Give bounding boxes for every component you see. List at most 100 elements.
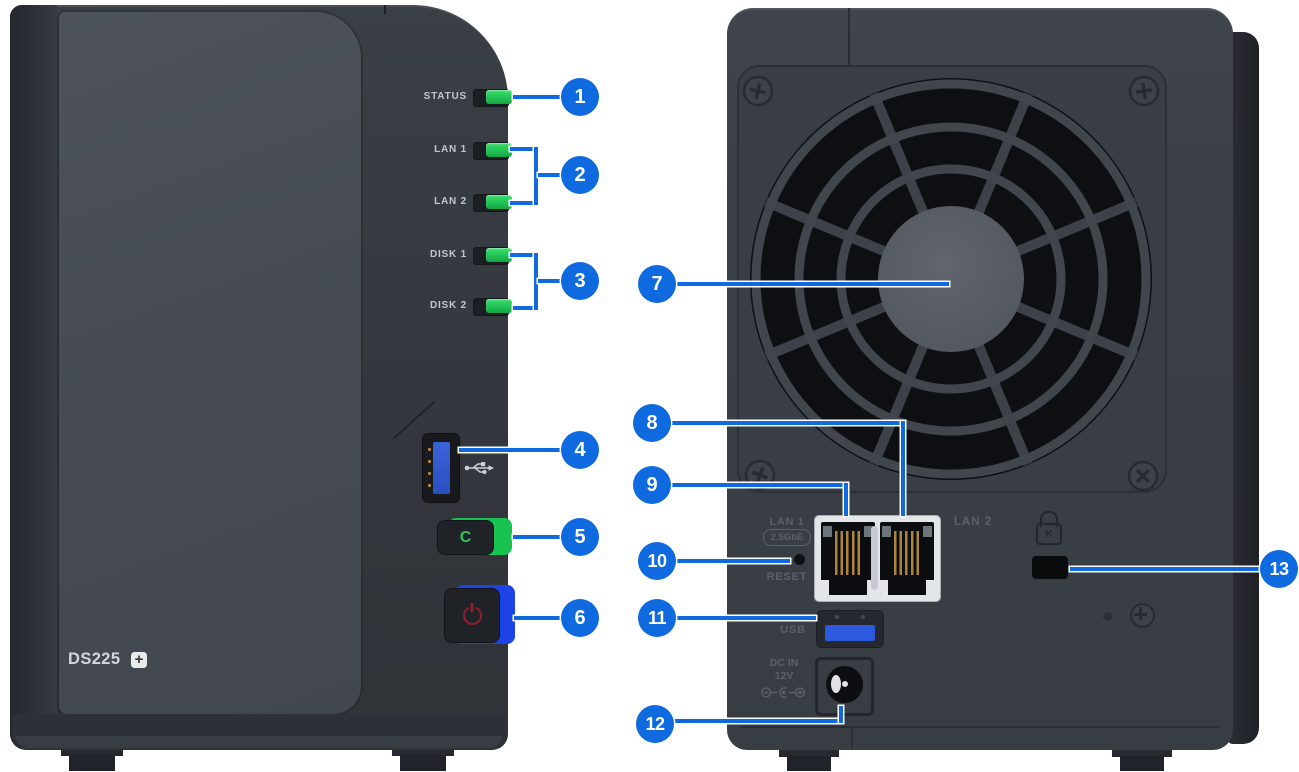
front-foot-right: [392, 746, 454, 756]
dc-center-pin: [842, 681, 848, 687]
back-usb-tongue: [825, 625, 875, 641]
callout-3: 3: [561, 262, 599, 300]
leader-8v: [901, 421, 905, 516]
nas-front-door-panel: [57, 10, 363, 716]
leader-1: [513, 95, 562, 99]
fan-grille: [737, 65, 1167, 493]
leader-10: [676, 559, 790, 563]
power-button: [444, 588, 500, 643]
led-label-disk2: DISK 2: [429, 300, 467, 311]
kensington-k: K: [1045, 528, 1053, 540]
leader-8h: [671, 421, 905, 425]
leader-3v: [534, 253, 538, 310]
port-notch: [880, 580, 888, 595]
leader-2c: [538, 173, 562, 177]
callout-11: 11: [638, 599, 676, 637]
back-foot-left-pad: [787, 756, 831, 771]
front-foot-left: [61, 746, 123, 756]
callout-1: 1: [561, 78, 599, 116]
lan2-gold-pins: [894, 531, 920, 575]
front-foot-left-pad: [69, 755, 115, 771]
callout-13: 13: [1260, 550, 1298, 588]
port-tab: [823, 526, 832, 537]
back-top-seam: [848, 8, 850, 65]
usb-screw-dot: [861, 615, 865, 619]
back-panel-dot: [1103, 612, 1112, 621]
leader-2v: [534, 147, 538, 205]
port-notch: [821, 580, 829, 595]
port-tab: [923, 526, 932, 537]
leader-11: [676, 616, 816, 620]
leader-2a: [510, 147, 536, 151]
lan-port-block: [814, 515, 941, 602]
back-foot-right: [1112, 748, 1172, 757]
front-foot-right-pad: [400, 755, 446, 771]
leader-9v: [844, 483, 848, 516]
leader-7: [676, 282, 949, 286]
callout-2: 2: [561, 156, 599, 194]
leader-2b: [510, 201, 536, 205]
callout-6: 6: [561, 599, 599, 637]
back-usb-port: [816, 610, 884, 648]
callout-7: 7: [638, 265, 676, 303]
dc-in-barrel: [826, 666, 863, 703]
copy-button: C: [437, 520, 494, 555]
kensington-lock-icon-body: K: [1036, 523, 1062, 545]
dc-highlight: [831, 675, 841, 693]
lan-port-divider: [871, 526, 878, 590]
usb-trident-icon: [464, 462, 494, 475]
dc-in-label-line1: DC IN: [769, 657, 799, 669]
disk2-led-lens: [486, 299, 512, 313]
usb-pin: [428, 448, 431, 451]
back-reset-label: RESET: [766, 571, 808, 583]
callout-8: 8: [633, 404, 671, 442]
disk1-led-lens: [486, 248, 512, 262]
back-base-vseam: [851, 726, 853, 748]
leader-13: [1070, 567, 1260, 571]
usb-pin: [428, 472, 431, 475]
leader-12v: [839, 706, 843, 723]
usb-pin: [428, 460, 431, 463]
led-label-lan2: LAN 2: [434, 196, 467, 207]
back-lan2-label: LAN 2: [953, 516, 993, 528]
usb-screw-dot: [835, 615, 839, 619]
leader-3a: [510, 253, 536, 257]
back-lan1-label: LAN 1: [769, 516, 805, 528]
lan2-led-lens: [486, 195, 512, 209]
usb-pin: [428, 484, 431, 487]
port-notch: [926, 580, 934, 595]
power-icon: [462, 603, 482, 625]
dc-in-jack: [815, 657, 874, 716]
port-tab: [864, 526, 873, 537]
callout-12: 12: [636, 705, 674, 743]
lan1-gold-pins: [835, 531, 861, 575]
led-label-disk1: DISK 1: [429, 249, 467, 260]
port-tab: [882, 526, 891, 537]
leader-4: [459, 448, 562, 452]
leader-3b: [513, 306, 536, 310]
leader-12h: [670, 719, 843, 723]
back-base-seam: [740, 726, 1220, 728]
lan2-port: [880, 522, 934, 595]
dc-in-label-line2: 12V: [774, 670, 794, 682]
callout-5: 5: [561, 518, 599, 556]
kensington-lock-icon: [1040, 511, 1058, 527]
dc-polarity-icon: [760, 687, 806, 698]
front-usb-tongue: [433, 442, 450, 494]
led-label-lan1: LAN 1: [434, 144, 467, 155]
model-plus-badge: +: [131, 652, 147, 668]
led-label-status: STATUS: [423, 91, 467, 102]
nas-front-base-lip: [16, 736, 502, 748]
lan1-port: [821, 522, 875, 595]
kensington-lock-slot: [1032, 556, 1068, 579]
reset-hole: [794, 554, 805, 565]
leader-5: [513, 535, 562, 539]
callout-9: 9: [633, 466, 671, 504]
nas-front-left-side: [10, 5, 57, 748]
leader-6: [514, 616, 562, 620]
model-label: DS225: [68, 650, 121, 668]
leader-9h: [671, 483, 848, 487]
back-panel-screw: [1130, 603, 1155, 628]
lan1-led-lens: [486, 143, 512, 157]
